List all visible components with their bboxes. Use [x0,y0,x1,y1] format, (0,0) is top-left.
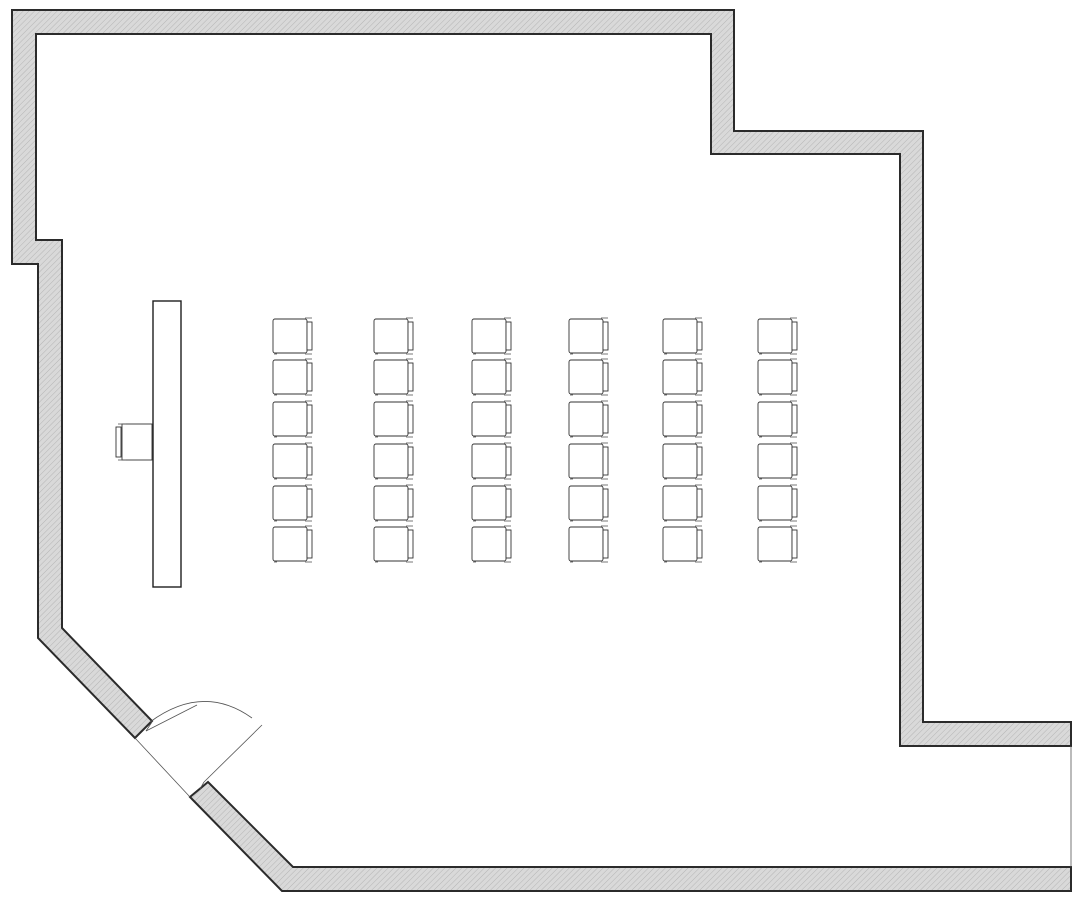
audience-chair [662,358,703,396]
audience-chair [662,317,703,355]
audience-chair [373,525,414,563]
audience-chair [373,442,414,480]
audience-chair [471,525,512,563]
audience-chair [568,358,609,396]
wall-south-east [188,780,1072,892]
audience-seating [272,317,798,563]
audience-chair [568,484,609,522]
door-leaf-right [203,724,263,783]
audience-chair [373,400,414,438]
audience-chair [373,484,414,522]
audience-chair [757,358,798,396]
audience-chair [757,525,798,563]
audience-chair [662,525,703,563]
audience-chair [272,442,313,480]
audience-chair [662,484,703,522]
audience-chair [373,317,414,355]
presenter-table [152,300,182,588]
audience-chair [568,317,609,355]
door-jamb-left [145,721,153,732]
audience-chair [662,442,703,480]
audience-chair [471,442,512,480]
audience-chair [471,317,512,355]
audience-chair [757,400,798,438]
audience-chair [471,484,512,522]
audience-chair [757,317,798,355]
audience-chair [272,358,313,396]
audience-chair [272,317,313,355]
door-swing-arc [149,701,253,723]
double-door [134,701,263,798]
door-threshold [134,737,191,798]
audience-chair [471,400,512,438]
audience-chair [471,358,512,396]
audience-chair [272,484,313,522]
audience-chair [757,484,798,522]
audience-chair [272,400,313,438]
audience-chair [272,525,313,563]
audience-chair [757,442,798,480]
audience-chair [662,400,703,438]
door-jamb-right [199,781,205,790]
audience-chair [373,358,414,396]
audience-chair [568,400,609,438]
audience-chair [568,525,609,563]
presenter-chair [115,423,153,461]
door-leaf-left [145,704,198,732]
audience-chair [568,442,609,480]
